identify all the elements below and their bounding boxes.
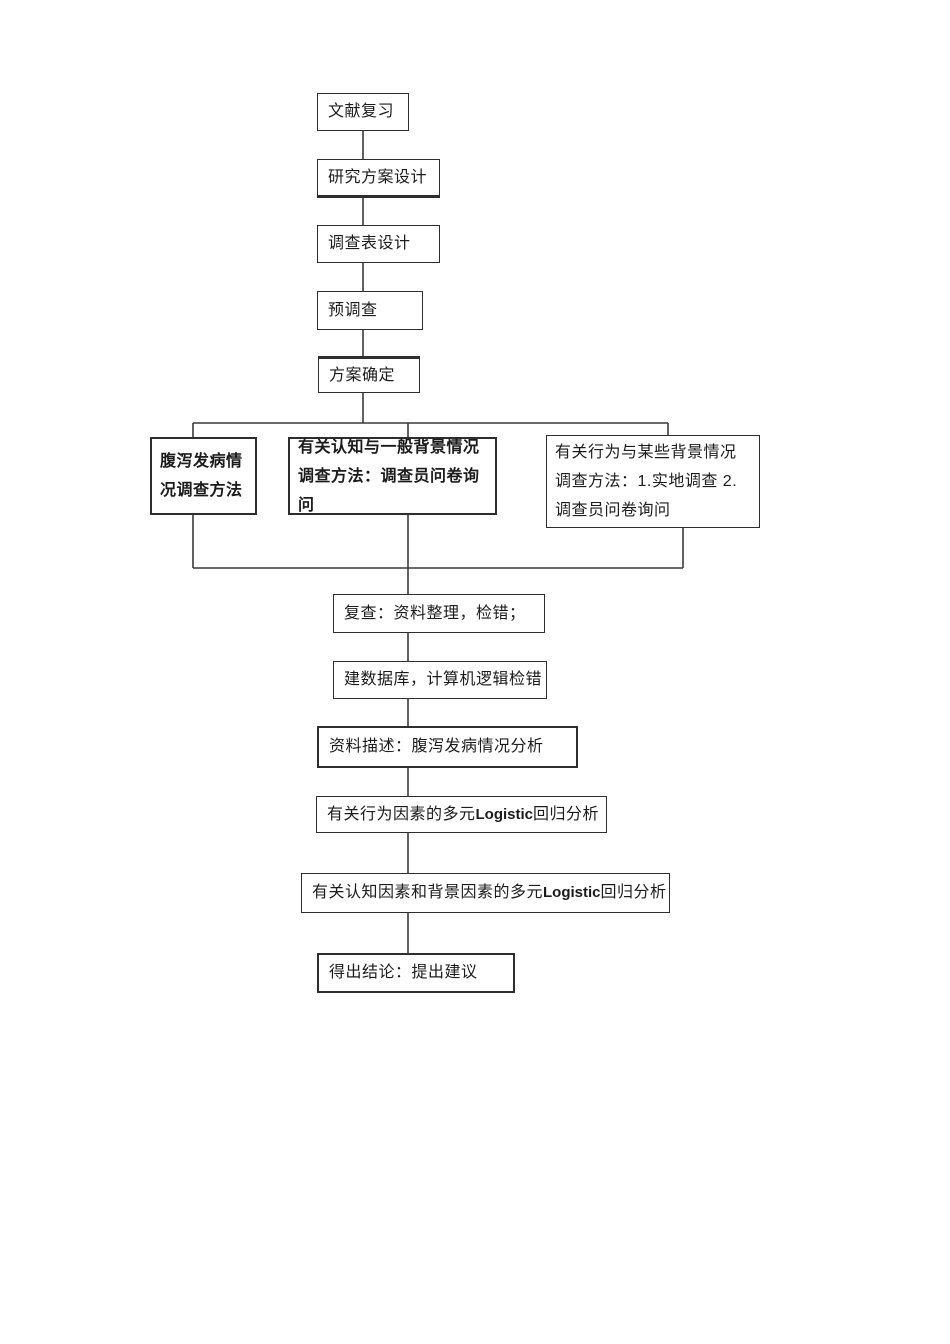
behavior-logistic-post: 回归分析 bbox=[533, 805, 600, 823]
flow-node-diarrhea-incidence-method: 腹泻发病情况调查方法 bbox=[150, 437, 257, 515]
flow-node-cognition-logistic-analysis: 有关认知因素和背景因素的多元 Logistic 回归分析 bbox=[301, 873, 670, 913]
flow-node-behavior-background-method: 有关行为与某些背景情况调查方法：1.实地调查 2.调查员问卷询问 bbox=[546, 435, 760, 528]
flow-node-literature-review: 文献复习 bbox=[317, 93, 409, 131]
cognition-logistic-latin: Logistic bbox=[543, 884, 601, 901]
flow-node-questionnaire-design: 调查表设计 bbox=[317, 225, 440, 263]
cognition-logistic-pre: 有关认知因素和背景因素的多元 bbox=[312, 884, 544, 901]
flow-node-plan-finalized: 方案确定 bbox=[318, 356, 420, 393]
flow-node-pilot-survey: 预调查 bbox=[317, 291, 423, 330]
flow-node-build-database: 建数据库，计算机逻辑检错 bbox=[333, 661, 547, 699]
flow-node-conclusion: 得出结论：提出建议 bbox=[317, 953, 515, 993]
flow-node-behavior-logistic-analysis: 有关行为因素的多元 Logistic 回归分析 bbox=[316, 796, 607, 833]
cognition-logistic-post: 回归分析 bbox=[600, 884, 667, 901]
flow-node-study-plan-design: 研究方案设计 bbox=[317, 159, 440, 198]
flow-node-recheck-data: 复查：资料整理，检错； bbox=[333, 594, 545, 633]
behavior-logistic-pre: 有关行为因素的多元 bbox=[327, 805, 476, 823]
flow-node-data-description: 资料描述：腹泻发病情况分析 bbox=[317, 726, 578, 768]
behavior-logistic-latin: Logistic bbox=[475, 805, 534, 823]
flow-node-cognition-background-method: 有关认知与一般背景情况调查方法：调查员问卷询问 bbox=[288, 437, 497, 515]
